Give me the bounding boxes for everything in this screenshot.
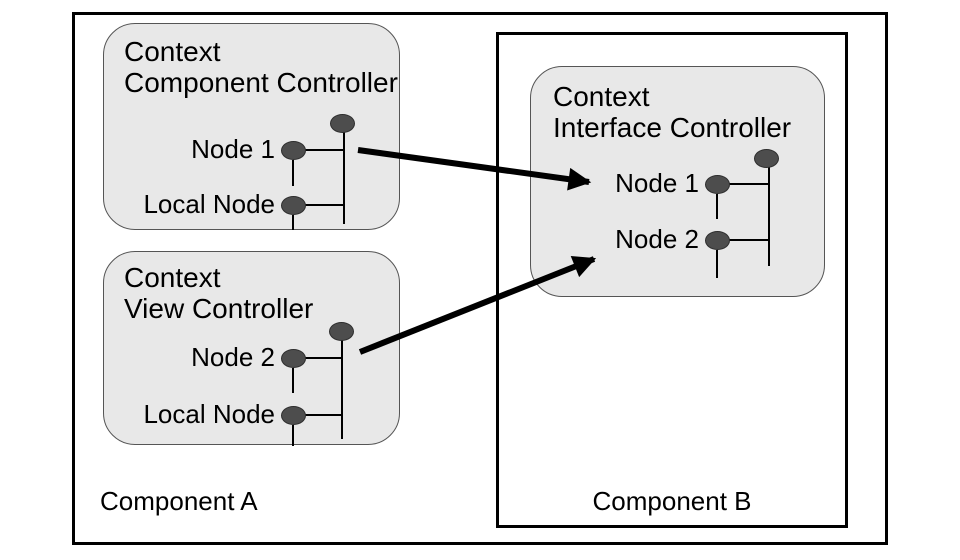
tree-branch-line xyxy=(293,357,343,359)
node-label: Node 2 xyxy=(615,224,699,254)
tree-branch-line xyxy=(293,204,344,206)
node-label: Local Node xyxy=(143,189,275,219)
controller-title-line1: Context xyxy=(124,262,221,293)
node-label: Node 1 xyxy=(615,168,699,198)
tree-node-dot xyxy=(281,349,306,368)
tree-root-dot xyxy=(329,322,354,341)
tree-node-dot xyxy=(705,175,730,194)
node-label: Local Node xyxy=(143,399,275,429)
tree-spine-line xyxy=(341,331,343,439)
tree-root-dot xyxy=(754,149,779,168)
tree-root-dot xyxy=(330,114,355,133)
controller-title: Context View Controller xyxy=(124,262,313,324)
component-a-frame xyxy=(72,12,888,545)
context-view-controller-box: Context View Controller Node 2 Local Nod… xyxy=(103,251,400,446)
tree-branch-line xyxy=(717,239,769,241)
tree-branch-line xyxy=(717,183,769,185)
tree-hang-line xyxy=(292,160,294,186)
tree-node-dot xyxy=(705,231,730,250)
node-label: Node 2 xyxy=(191,342,275,372)
tree-spine-line xyxy=(343,123,345,224)
controller-title-line2: Component Controller xyxy=(124,67,398,98)
tree-node-dot xyxy=(281,406,306,425)
tree-node-dot xyxy=(281,141,306,160)
controller-title: Context Interface Controller xyxy=(553,81,791,143)
context-interface-controller-box: Context Interface Controller Node 1 Node… xyxy=(530,66,825,297)
component-b-label: Component B xyxy=(592,486,752,516)
context-component-controller-box: Context Component Controller Node 1 Loca… xyxy=(103,23,400,230)
tree-hang-line xyxy=(292,368,294,393)
controller-title-line2: Interface Controller xyxy=(553,112,792,143)
tree-hang-line xyxy=(292,215,294,230)
node-label: Node 1 xyxy=(191,134,275,164)
tree-hang-line xyxy=(292,425,294,446)
controller-title-line1: Context xyxy=(553,81,650,112)
tree-hang-line xyxy=(716,250,718,278)
tree-hang-line xyxy=(716,194,718,219)
controller-title-line1: Context xyxy=(124,36,221,67)
component-a-label: Component A xyxy=(100,486,258,516)
tree-branch-line xyxy=(293,149,344,151)
tree-branch-line xyxy=(293,414,343,416)
tree-node-dot xyxy=(281,196,306,215)
tree-spine-line xyxy=(768,158,770,266)
controller-title-line2: View Controller xyxy=(124,293,314,324)
controller-title: Context Component Controller xyxy=(124,36,398,98)
